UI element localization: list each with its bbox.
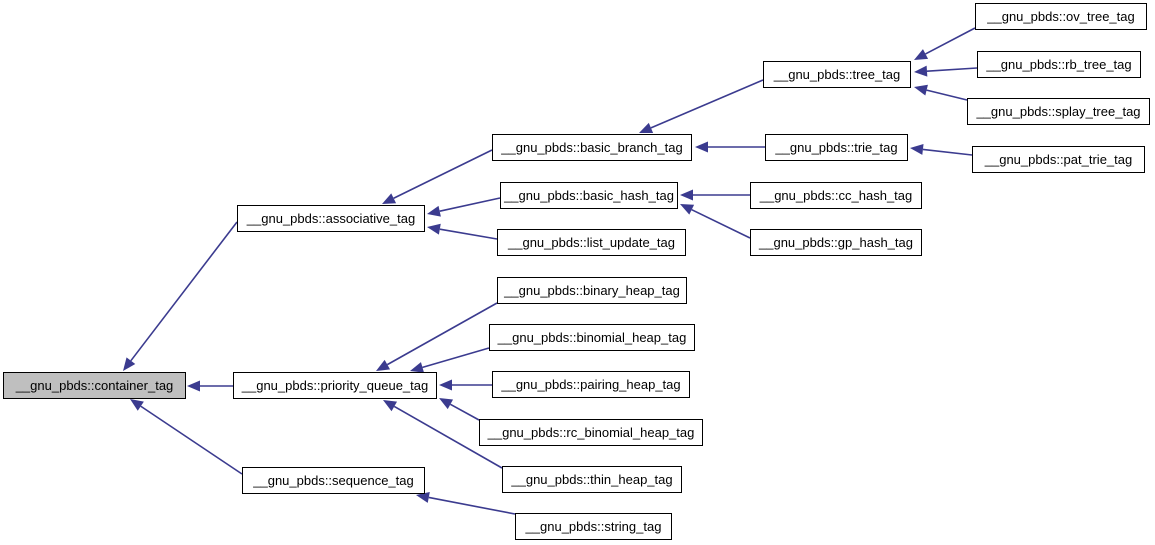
arrowhead [439,398,454,410]
node-priority_queue_tag[interactable]: __gnu_pbds::priority_queue_tag [233,372,437,399]
edge-gp_hash_tag-to-basic_hash_tag [680,204,751,239]
arrowhead [680,204,695,215]
arrowhead [695,141,708,153]
arrowhead [914,65,928,77]
edge-basic_branch_tag-to-associative_tag [382,149,493,204]
edge-associative_tag-to-container_tag [123,221,238,371]
node-label: __gnu_pbds::gp_hash_tag [759,235,913,250]
node-ov_tree_tag[interactable]: __gnu_pbds::ov_tree_tag [975,3,1147,30]
node-tree_tag[interactable]: __gnu_pbds::tree_tag [763,61,911,88]
edge-string_tag-to-sequence_tag [416,492,516,515]
arrowhead [376,359,391,371]
node-label: __gnu_pbds::list_update_tag [508,235,675,250]
edge-rb_tree_tag-to-tree_tag [914,65,978,77]
arrowhead [910,143,924,155]
edge-splay_tree_tag-to-tree_tag [914,84,968,101]
node-rb_tree_tag[interactable]: __gnu_pbds::rb_tree_tag [977,51,1141,78]
node-label: __gnu_pbds::binomial_heap_tag [497,330,687,345]
node-label: __gnu_pbds::basic_hash_tag [504,188,674,203]
arrowhead [680,189,693,201]
node-splay_tree_tag[interactable]: __gnu_pbds::splay_tree_tag [967,98,1150,125]
node-trie_tag[interactable]: __gnu_pbds::trie_tag [765,134,908,161]
edge-binomial_heap_tag-to-priority_queue_tag [410,347,490,373]
node-binary_heap_tag[interactable]: __gnu_pbds::binary_heap_tag [497,277,687,304]
node-label: __gnu_pbds::rc_binomial_heap_tag [487,425,695,440]
node-label: __gnu_pbds::rb_tree_tag [986,57,1132,72]
node-container_tag[interactable]: __gnu_pbds::container_tag [3,372,186,399]
arrowhead [439,379,452,391]
arrowhead [123,357,136,371]
node-basic_branch_tag[interactable]: __gnu_pbds::basic_branch_tag [492,134,692,161]
arrowhead [427,223,441,235]
node-label: __gnu_pbds::associative_tag [246,211,416,226]
edge-rc_binomial_heap_tag-to-priority_queue_tag [439,398,480,421]
arrowhead [914,84,928,96]
node-thin_heap_tag[interactable]: __gnu_pbds::thin_heap_tag [502,466,682,493]
edge-basic_hash_tag-to-associative_tag [427,197,501,217]
edge-sequence_tag-to-container_tag [130,399,243,475]
node-label: __gnu_pbds::basic_branch_tag [501,140,683,155]
node-pairing_heap_tag[interactable]: __gnu_pbds::pairing_heap_tag [492,371,690,398]
arrowhead [639,122,654,133]
node-pat_trie_tag[interactable]: __gnu_pbds::pat_trie_tag [972,146,1145,173]
edge-ov_tree_tag-to-tree_tag [914,27,976,60]
node-label: __gnu_pbds::ov_tree_tag [987,9,1135,24]
edge-priority_queue_tag-to-container_tag [187,380,233,392]
node-basic_hash_tag[interactable]: __gnu_pbds::basic_hash_tag [500,182,678,209]
node-label: __gnu_pbds::trie_tag [775,140,898,155]
arrowhead [130,399,144,411]
edge-cc_hash_tag-to-basic_hash_tag [680,189,750,201]
edge-binary_heap_tag-to-priority_queue_tag [376,302,498,371]
node-rc_binomial_heap_tag[interactable]: __gnu_pbds::rc_binomial_heap_tag [479,419,703,446]
node-label: __gnu_pbds::tree_tag [773,67,901,82]
node-cc_hash_tag[interactable]: __gnu_pbds::cc_hash_tag [750,182,922,209]
node-label: __gnu_pbds::sequence_tag [253,473,414,488]
node-label: __gnu_pbds::pat_trie_tag [984,152,1133,167]
node-label: __gnu_pbds::cc_hash_tag [759,188,913,203]
edge-trie_tag-to-basic_branch_tag [695,141,765,153]
node-label: __gnu_pbds::string_tag [525,519,662,534]
node-label: __gnu_pbds::pairing_heap_tag [501,377,681,392]
node-label: __gnu_pbds::binary_heap_tag [504,283,680,298]
node-list_update_tag[interactable]: __gnu_pbds::list_update_tag [497,229,686,256]
node-binomial_heap_tag[interactable]: __gnu_pbds::binomial_heap_tag [489,324,695,351]
edge-pat_trie_tag-to-trie_tag [910,143,973,156]
edge-tree_tag-to-basic_branch_tag [639,79,764,133]
arrowhead [914,49,929,60]
edge-pairing_heap_tag-to-priority_queue_tag [439,379,492,391]
node-label: __gnu_pbds::container_tag [15,378,174,393]
node-sequence_tag[interactable]: __gnu_pbds::sequence_tag [242,467,425,494]
edge-list_update_tag-to-associative_tag [427,223,498,240]
arrowhead [427,205,441,217]
arrowhead [383,400,398,412]
node-label: __gnu_pbds::splay_tree_tag [976,104,1141,119]
node-label: __gnu_pbds::priority_queue_tag [241,378,429,393]
arrowhead [187,380,200,392]
node-label: __gnu_pbds::thin_heap_tag [511,472,673,487]
node-string_tag[interactable]: __gnu_pbds::string_tag [515,513,672,540]
node-gp_hash_tag[interactable]: __gnu_pbds::gp_hash_tag [750,229,922,256]
node-associative_tag[interactable]: __gnu_pbds::associative_tag [237,205,425,232]
arrowhead [382,193,397,204]
